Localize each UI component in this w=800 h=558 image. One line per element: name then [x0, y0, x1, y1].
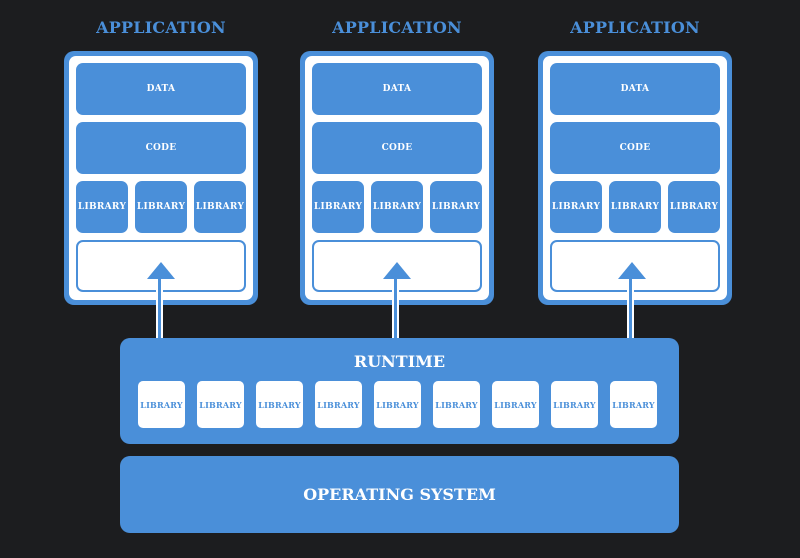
application-title: APPLICATION [332, 18, 462, 37]
runtime-title: RUNTIME [353, 352, 446, 371]
runtime-library: LIBRARY [256, 381, 303, 428]
application-title: APPLICATION [96, 18, 226, 37]
runtime-library: LIBRARY [492, 381, 539, 428]
code-block: CODE [76, 122, 246, 174]
runtime-library: LIBRARY [138, 381, 185, 428]
library-block: LIBRARY [135, 181, 187, 233]
application-box: DATA CODE LIBRARY LIBRARY LIBRARY [538, 51, 732, 305]
code-block: CODE [550, 122, 720, 174]
application-inner: DATA CODE LIBRARY LIBRARY LIBRARY [69, 56, 253, 300]
runtime-library: LIBRARY [433, 381, 480, 428]
arrow-head [147, 262, 175, 279]
runtime-library: LIBRARY [197, 381, 244, 428]
runtime-library: LIBRARY [315, 381, 362, 428]
arrow-shaft [392, 279, 399, 339]
data-block: DATA [550, 63, 720, 115]
application-inner: DATA CODE LIBRARY LIBRARY LIBRARY [305, 56, 489, 300]
library-block: LIBRARY [312, 181, 364, 233]
runtime-box: RUNTIME LIBRARY LIBRARY LIBRARY LIBRARY … [120, 338, 679, 444]
data-block: DATA [312, 63, 482, 115]
library-block: LIBRARY [194, 181, 246, 233]
code-block: CODE [312, 122, 482, 174]
library-block: LIBRARY [430, 181, 482, 233]
runtime-library: LIBRARY [374, 381, 421, 428]
arrow-shaft [627, 279, 634, 339]
library-block: LIBRARY [76, 181, 128, 233]
runtime-library: LIBRARY [610, 381, 657, 428]
application-title: APPLICATION [570, 18, 700, 37]
arrow-head [618, 262, 646, 279]
arrow-head [383, 262, 411, 279]
application-inner: DATA CODE LIBRARY LIBRARY LIBRARY [543, 56, 727, 300]
application-box: DATA CODE LIBRARY LIBRARY LIBRARY [64, 51, 258, 305]
data-block: DATA [76, 63, 246, 115]
operating-system-box: OPERATING SYSTEM [120, 456, 679, 533]
library-block: LIBRARY [668, 181, 720, 233]
arrow-shaft [156, 279, 163, 339]
library-block: LIBRARY [550, 181, 602, 233]
runtime-library: LIBRARY [551, 381, 598, 428]
library-block: LIBRARY [609, 181, 661, 233]
library-block: LIBRARY [371, 181, 423, 233]
